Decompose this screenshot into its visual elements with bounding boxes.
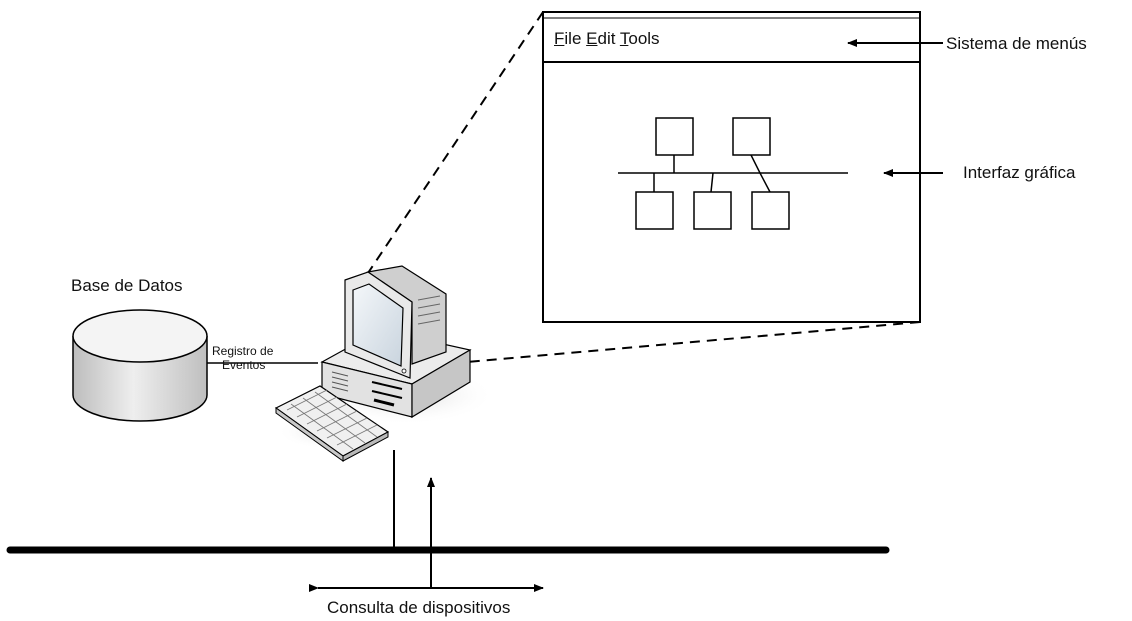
topology-node: [732, 117, 771, 156]
zoom-line-top: [367, 11, 544, 274]
menu-bar: File Edit Tools: [554, 29, 660, 49]
menu-item-file-rest: ile: [564, 29, 582, 48]
workstation-icon: [274, 265, 495, 462]
menu-item-tools-key: T: [619, 29, 629, 48]
event-log-label-line1: Registro de: [212, 344, 274, 358]
database-icon: [72, 309, 208, 422]
app-window-frame: [542, 11, 921, 323]
menu-item-tools-rest: ools: [628, 29, 660, 48]
menu-item-tools[interactable]: Tools: [620, 29, 660, 48]
database-label: Base de Datos: [71, 276, 183, 295]
event-log-label-line2: Eventos: [222, 358, 266, 372]
topology-node: [751, 191, 790, 230]
menu-system-label: Sistema de menús: [946, 34, 1087, 53]
menu-item-file[interactable]: File: [554, 29, 581, 48]
topology-link: [750, 154, 761, 174]
menu-item-file-key: F: [554, 29, 565, 48]
topology-node: [635, 191, 674, 230]
event-log-label: Registro de Eventos: [212, 344, 273, 372]
gui-network-topology: [618, 117, 848, 230]
menu-item-edit[interactable]: Edit: [586, 29, 615, 48]
menu-item-edit-rest: dit: [597, 29, 616, 48]
topology-node: [655, 117, 694, 156]
app-window: [542, 11, 921, 323]
topology-node: [693, 191, 732, 230]
zoom-line-bottom: [409, 321, 921, 368]
topology-link: [710, 172, 714, 193]
device-query-label: Consulta de dispositivos: [327, 598, 511, 617]
gui-label: Interfaz gráfica: [963, 163, 1076, 182]
menu-item-edit-key: E: [586, 29, 598, 48]
topology-link: [759, 172, 771, 193]
